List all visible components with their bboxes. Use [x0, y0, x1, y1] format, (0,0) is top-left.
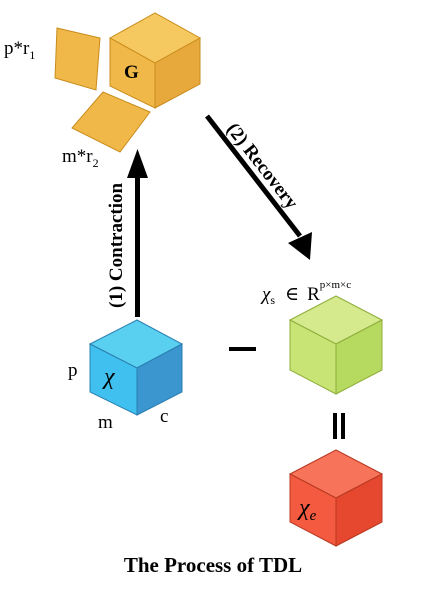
contraction-label: (1) Contraction: [106, 183, 127, 308]
dim-c-label: c: [160, 406, 168, 427]
error-tensor-xe: χe: [288, 449, 384, 547]
recovery-arrow: [205, 114, 312, 260]
core-tensor-label: G: [124, 62, 139, 83]
input-tensor-x: χ: [88, 319, 184, 416]
factor-2-label: m*r2: [62, 146, 99, 170]
recovered-tensor-label: χs∈Rp×m×c: [260, 279, 351, 307]
core-tensor-g: G: [108, 12, 202, 109]
recovered-tensor-xs: [288, 295, 384, 395]
dim-m-label: m: [98, 412, 113, 433]
recovery-label: (2) Recovery: [222, 119, 302, 213]
error-side-face: [335, 473, 383, 547]
error-tensor-symbol: χe: [297, 495, 317, 524]
diagram-caption: The Process of TDL: [124, 553, 302, 577]
equals-sign: [333, 413, 345, 439]
input-side-face: [136, 343, 183, 416]
core-side-face: [154, 37, 201, 109]
minus-sign: [229, 347, 256, 351]
input-tensor-symbol: χ: [102, 364, 116, 390]
factor-1-label: p*r1: [4, 38, 35, 62]
recovered-side-face: [335, 319, 383, 395]
dim-p-label: p: [68, 360, 78, 381]
factor-matrix-1: [54, 27, 101, 91]
factor-matrix-2: [71, 91, 151, 153]
contraction-arrow: [127, 149, 148, 317]
